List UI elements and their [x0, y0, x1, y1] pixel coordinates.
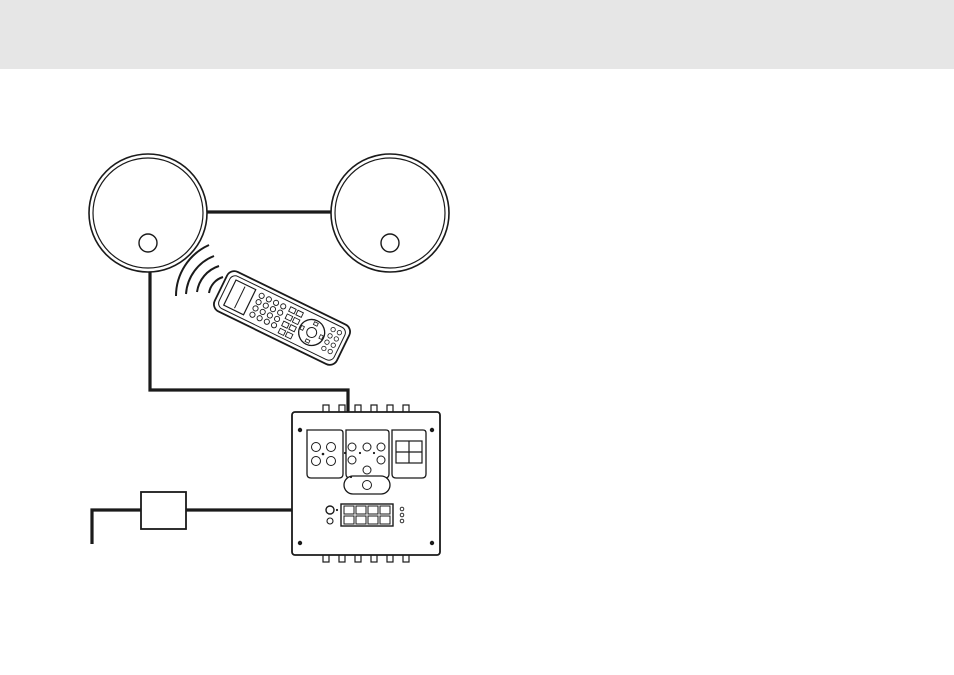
cable-mains	[92, 510, 141, 544]
power-supply-box	[141, 492, 186, 529]
remote-control	[211, 268, 353, 367]
speaker-left	[89, 154, 207, 272]
control-unit	[292, 405, 440, 562]
control-unit-right-panel	[392, 430, 426, 478]
control-unit-center-panel	[344, 430, 389, 479]
speaker-right-tweeter	[381, 234, 399, 252]
speaker-right	[331, 154, 449, 272]
control-unit-center-pill	[344, 476, 390, 494]
speaker-left-tweeter	[139, 234, 157, 252]
control-unit-left-panel	[307, 430, 343, 478]
